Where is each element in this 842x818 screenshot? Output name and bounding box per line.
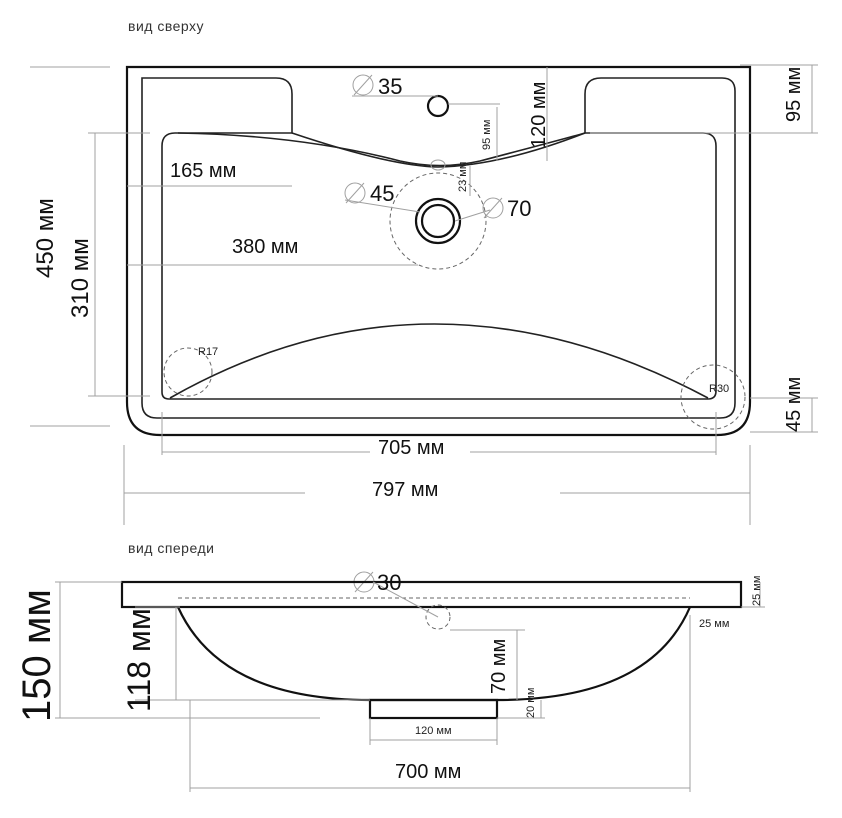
bowl-width-label: 700 мм (395, 761, 461, 783)
drain-offset-label: 23 мм (457, 162, 469, 192)
total-height-label: 150 мм (15, 589, 59, 722)
rim-inset-label: 25 мм (699, 618, 729, 630)
drain-height-label: 70 мм (488, 639, 510, 694)
drain-outer-ring (414, 197, 462, 245)
drain-hole-label: 45 (370, 181, 394, 206)
inner-width-label: 705 мм (378, 437, 444, 459)
front-view-caption: вид спереди (128, 540, 214, 556)
top-view-inner-rim (141, 77, 736, 419)
top-view-dimension-lines (30, 64, 818, 525)
drain-bowl-label: 70 (507, 196, 531, 221)
drain-bowl-circle (389, 172, 487, 270)
front-view-top-slab (120, 580, 743, 609)
radius-right-circle (680, 364, 746, 430)
tap-gap-label: 95 мм (481, 120, 493, 150)
tap-hole-label: 35 (378, 74, 402, 99)
bowl-depth-label: 310 мм (67, 238, 94, 318)
top-thickness-label: 25 мм (751, 576, 763, 606)
radius-right-label: R30 (709, 383, 729, 395)
overflow-mark (430, 159, 446, 171)
total-width-label: 797 мм (372, 479, 438, 501)
foot-height-label: 20 мм (525, 688, 537, 718)
tap-offset-label: 120 мм (528, 82, 550, 148)
overflow-hole-label: 30 (377, 570, 401, 595)
total-depth-label: 450 мм (32, 198, 59, 278)
top-view-back-ridge (177, 132, 586, 167)
overflow-hole (425, 604, 451, 630)
drain-center-label: 380 мм (232, 236, 298, 258)
drain-hole (420, 203, 456, 239)
diameter-symbols (344, 74, 504, 593)
top-view-back-ridge-bottom (291, 132, 586, 168)
top-view-caption: вид сверху (128, 18, 204, 34)
foot-width-label: 120 мм (415, 725, 452, 737)
front-rim-label: 45 мм (783, 377, 805, 432)
bowl-height-label: 118 мм (121, 608, 157, 712)
radius-left-label: R17 (198, 346, 218, 358)
radius-left-circle (163, 347, 213, 397)
top-view-outline (125, 65, 752, 437)
front-view-foot (368, 698, 499, 720)
front-view-dimension-lines (55, 581, 765, 792)
tap-hole (426, 94, 450, 118)
top-view-front-shelf (169, 323, 709, 399)
front-view-bowl (176, 606, 692, 702)
side-depth-label: 165 мм (170, 160, 236, 182)
rim-right-label: 95 мм (783, 67, 805, 122)
